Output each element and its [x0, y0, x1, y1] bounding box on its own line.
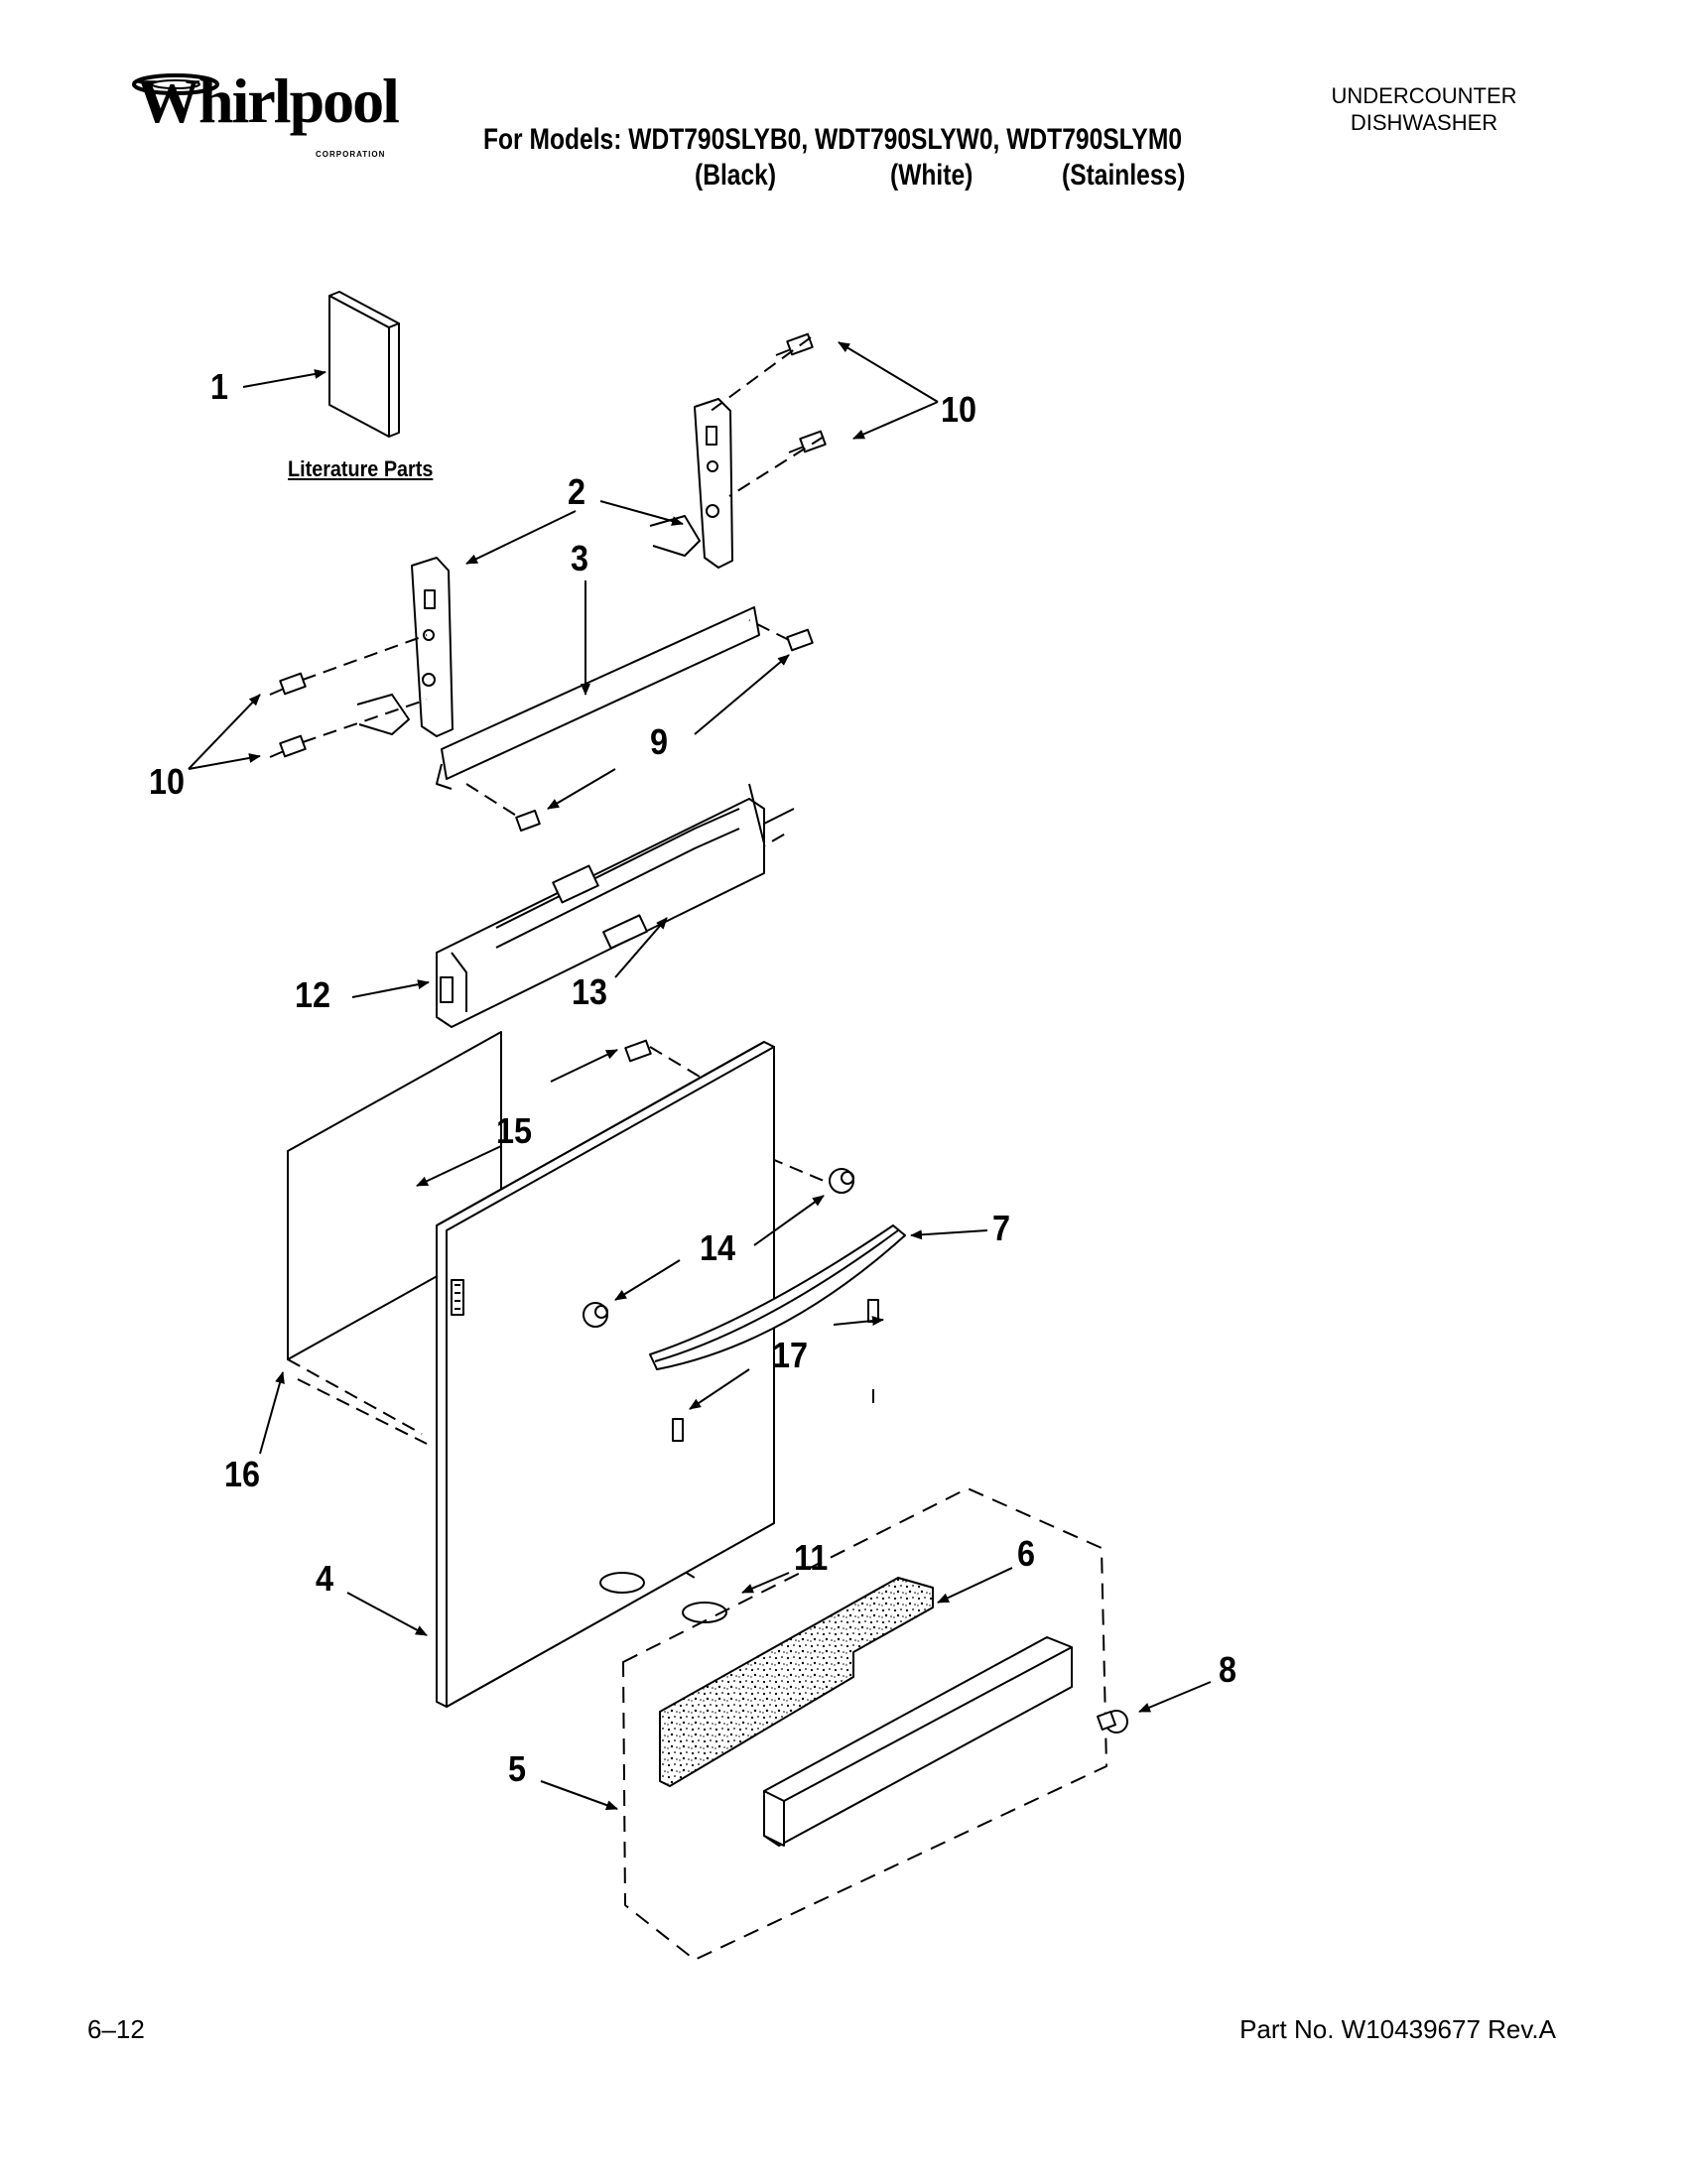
- callout-17: 17: [772, 1335, 809, 1375]
- screw-10c-part: [269, 672, 307, 696]
- handle-mount-14b-part: [829, 1168, 854, 1194]
- brand-logo: Whirlpool: [137, 65, 400, 136]
- callout-2: 2: [568, 471, 586, 512]
- literature-parts-label: Literature Parts: [288, 456, 434, 481]
- color-stainless: (Stainless): [1062, 159, 1186, 192]
- callout-10-top: 10: [941, 389, 977, 430]
- screw-10b-part: [788, 430, 827, 453]
- product-category: UNDERCOUNTER DISHWASHER: [1290, 82, 1558, 136]
- handle-screw-17a-part: [672, 1418, 684, 1442]
- part-number: Part No. W10439677 Rev.A: [1239, 2014, 1556, 2044]
- insulation-strip-part: [659, 1577, 934, 1787]
- category-line-1: UNDERCOUNTER: [1331, 83, 1517, 108]
- screw-9b-part: [515, 810, 541, 832]
- callout-3: 3: [571, 538, 589, 578]
- callout-5: 5: [508, 1748, 527, 1789]
- outer-door-panel-part: [436, 1041, 775, 1708]
- callout-14: 14: [700, 1227, 736, 1268]
- callout-7: 7: [992, 1208, 1011, 1248]
- hinge-bracket-left-part: [356, 557, 454, 737]
- screw-9a-part: [786, 628, 814, 652]
- screw-10d-part: [269, 734, 307, 758]
- handle-screw-17b-part: [867, 1299, 879, 1323]
- callout-4: 4: [316, 1558, 334, 1599]
- hinge-bracket-right-part: [649, 398, 733, 569]
- callout-6: 6: [1017, 1533, 1036, 1574]
- toe-panel-kit-outline: [622, 1487, 1107, 1961]
- literature-booklet-part: [328, 291, 400, 438]
- toe-panel-screw-part: [1097, 1710, 1128, 1734]
- door-strip-part: [436, 606, 760, 790]
- callout-15: 15: [496, 1110, 533, 1151]
- callout-12: 12: [295, 974, 331, 1015]
- callout-16: 16: [224, 1454, 261, 1494]
- callout-1: 1: [210, 366, 229, 407]
- callout-11: 11: [794, 1537, 829, 1578]
- whirlpool-swirl-icon: [132, 73, 219, 95]
- color-white: (White): [890, 159, 974, 192]
- callout-10-left: 10: [149, 761, 186, 802]
- callout-8: 8: [1219, 1649, 1237, 1690]
- callout-9: 9: [650, 721, 669, 762]
- oval-part-11: [682, 1602, 727, 1623]
- callout-13: 13: [572, 971, 608, 1012]
- door-handle-part: [649, 1224, 906, 1370]
- screw-10a-part: [775, 332, 814, 356]
- page-id: 6–12: [87, 2014, 145, 2044]
- screw-15a-part: [624, 1039, 652, 1063]
- toe-panel-part: [763, 1636, 1073, 1847]
- models-line: For Models: WDT790SLYB0, WDT790SLYW0, WD…: [483, 123, 1183, 156]
- brand-logo-sub: CORPORATION: [316, 150, 386, 159]
- handle-mount-14a-part: [583, 1302, 608, 1328]
- color-black: (Black): [695, 159, 777, 192]
- control-console-part: [436, 783, 795, 1028]
- category-line-2: DISHWASHER: [1350, 110, 1498, 135]
